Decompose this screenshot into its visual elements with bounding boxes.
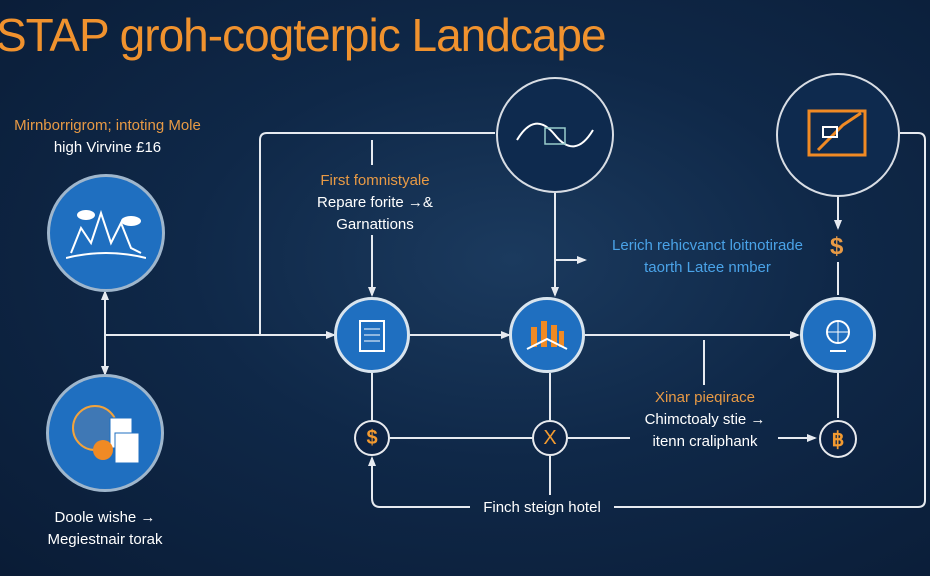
right-mid-caption: Lerich rehicvanct loitnotirade taorth La…	[590, 235, 825, 279]
page-title: STAP groh-cogterpic Landcape	[0, 9, 607, 61]
caption-line: Doole wishe →	[54, 509, 156, 526]
caption-line: itenn craliphank	[652, 433, 758, 450]
city-skyline-icon	[66, 209, 146, 259]
center-top-caption: First fomnistyale Repare forite →& Garna…	[290, 170, 460, 236]
caption-line: high Virvine £16	[53, 139, 162, 156]
caption-line: First fomnistyale	[320, 172, 430, 189]
growth-chart-node[interactable]	[776, 73, 900, 197]
caption-line: Mirnborrigrom; intoting Mole	[14, 117, 201, 134]
baht-node[interactable]: ฿	[819, 420, 857, 458]
documents-node[interactable]	[46, 374, 164, 492]
dollar-node[interactable]: $	[354, 420, 390, 456]
buildings-node[interactable]	[509, 297, 585, 373]
city-skyline-node[interactable]	[47, 174, 165, 292]
wave-chart-node[interactable]	[496, 77, 614, 193]
caption-line: taorth Latee nmber	[644, 259, 771, 276]
documents-icon	[72, 405, 140, 464]
wave-chart-icon	[516, 122, 594, 148]
caption-line: Lerich rehicvanct loitnotirade	[612, 237, 803, 254]
caption-line: Garnattions	[336, 216, 414, 233]
buildings-icon	[526, 321, 568, 350]
bottom-loop-label: Finch steign hotel	[483, 499, 601, 516]
document-stack-node[interactable]	[334, 297, 410, 373]
caption-line: Xinar pieqirace	[654, 389, 756, 406]
caption-line: Chimctoaly stie →	[644, 411, 766, 428]
globe-node[interactable]	[800, 297, 876, 373]
caption-line: Megiestnair torak	[47, 531, 163, 548]
left-bottom-caption: Doole wishe → Megiestnair torak	[20, 507, 190, 551]
growth-chart-icon	[807, 109, 867, 157]
document-stack-icon	[359, 320, 385, 352]
exchange-node[interactable]: X	[532, 420, 568, 456]
left-top-caption: Mirnborrigrom; intoting Mole high Virvin…	[0, 115, 215, 159]
right-lower-caption: Xinar pieqirace Chimctoaly stie → itenn …	[615, 387, 795, 453]
caption-line: Repare forite →&	[317, 194, 433, 211]
dollar-icon: $	[830, 233, 844, 260]
globe-icon	[826, 320, 850, 352]
